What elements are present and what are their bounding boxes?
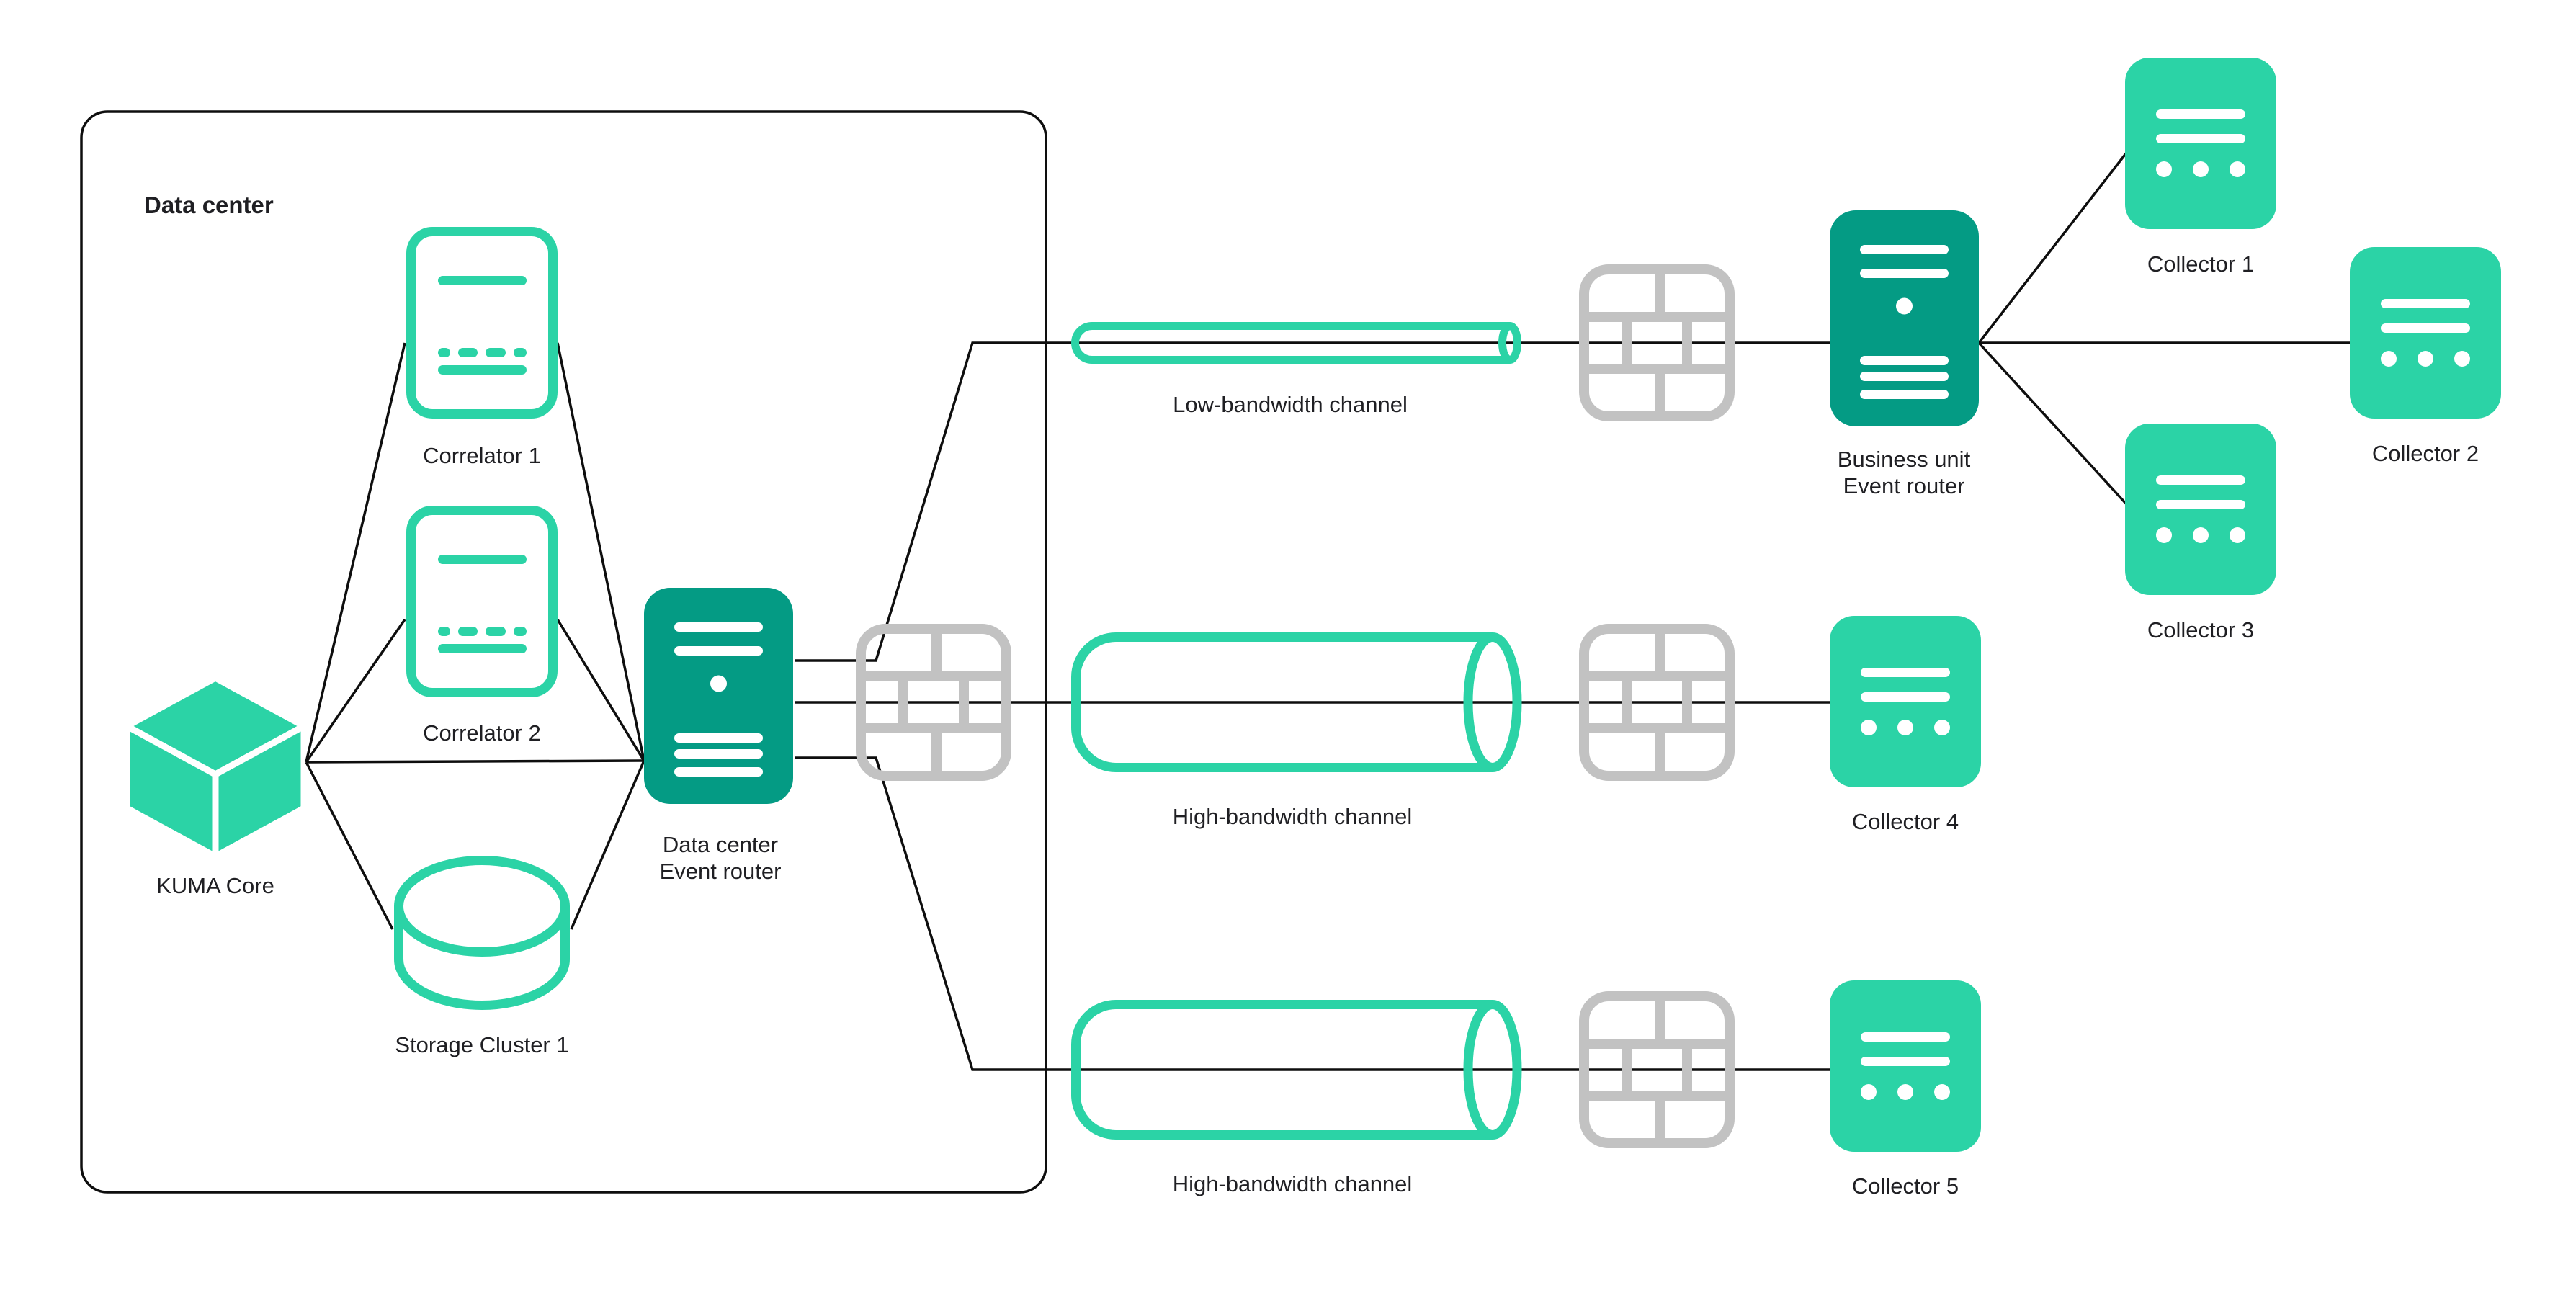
collector-2-label: Collector 2: [2372, 441, 2479, 466]
bu-event-router-icon server-icon: [1830, 210, 1979, 426]
edge-bu-router-collector3: [1977, 341, 2128, 506]
kuma-core-label: KUMA Core: [156, 873, 274, 898]
dc-event-router-label-line1: Data center: [663, 832, 778, 857]
bu-event-router-label-line1: Business unit: [1838, 447, 1971, 472]
storage-cluster-label: Storage Cluster 1: [395, 1032, 568, 1057]
collector-4-icon collector-card-icon: [1830, 616, 1981, 787]
edge-correlator1-dc-router: [556, 342, 645, 761]
collector-4-label: Collector 4: [1852, 809, 1959, 834]
edge-kuma-correlator2: [305, 619, 406, 763]
edge-storage-dc-router: [570, 760, 645, 930]
correlator-2-label: Correlator 2: [423, 720, 541, 746]
dc-event-router-label-line2: Event router: [660, 859, 782, 884]
edge-kuma-correlator1: [305, 342, 406, 763]
correlator-1-label: Correlator 1: [423, 443, 541, 468]
high-bandwidth-channel-1-label: High-bandwidth channel: [1173, 804, 1413, 829]
collector-1-label: Collector 1: [2147, 251, 2254, 277]
collector-2-icon collector-card-icon: [2350, 247, 2501, 419]
edge-dc-router-collector5: [795, 756, 1830, 1071]
data-center-title: Data center: [144, 192, 274, 218]
low-bandwidth-channel-label: Low-bandwidth channel: [1173, 392, 1408, 417]
collector-5-label: Collector 5: [1852, 1173, 1959, 1199]
high-bandwidth-channel-2-label: High-bandwidth channel: [1173, 1171, 1413, 1196]
edge-dc-router-bu-router: [795, 341, 1830, 662]
bu-event-router-label-line2: Event router: [1843, 473, 1965, 498]
collector-3-label: Collector 3: [2147, 617, 2254, 643]
edge-bu-router-collector1: [1977, 151, 2128, 344]
connection-lines: [305, 151, 2352, 1071]
data-center-boundary: [80, 110, 1047, 1194]
collector-3-icon collector-card-icon: [2125, 424, 2276, 595]
edge-correlator2-dc-router: [556, 619, 645, 761]
correlator-1-icon document-outline-icon: [411, 232, 553, 414]
collector-1-icon collector-card-icon: [2125, 58, 2276, 229]
dc-event-router-icon server-icon: [644, 588, 793, 804]
storage-cluster-icon database-cylinder-icon: [399, 861, 565, 1006]
kuma-core-icon cube-icon: [127, 678, 304, 856]
edge-kuma-dc-router: [305, 759, 645, 764]
correlator-2-icon document-outline-icon: [411, 511, 553, 693]
collector-5-icon collector-card-icon: [1830, 980, 1981, 1152]
edge-kuma-storage: [305, 761, 394, 930]
